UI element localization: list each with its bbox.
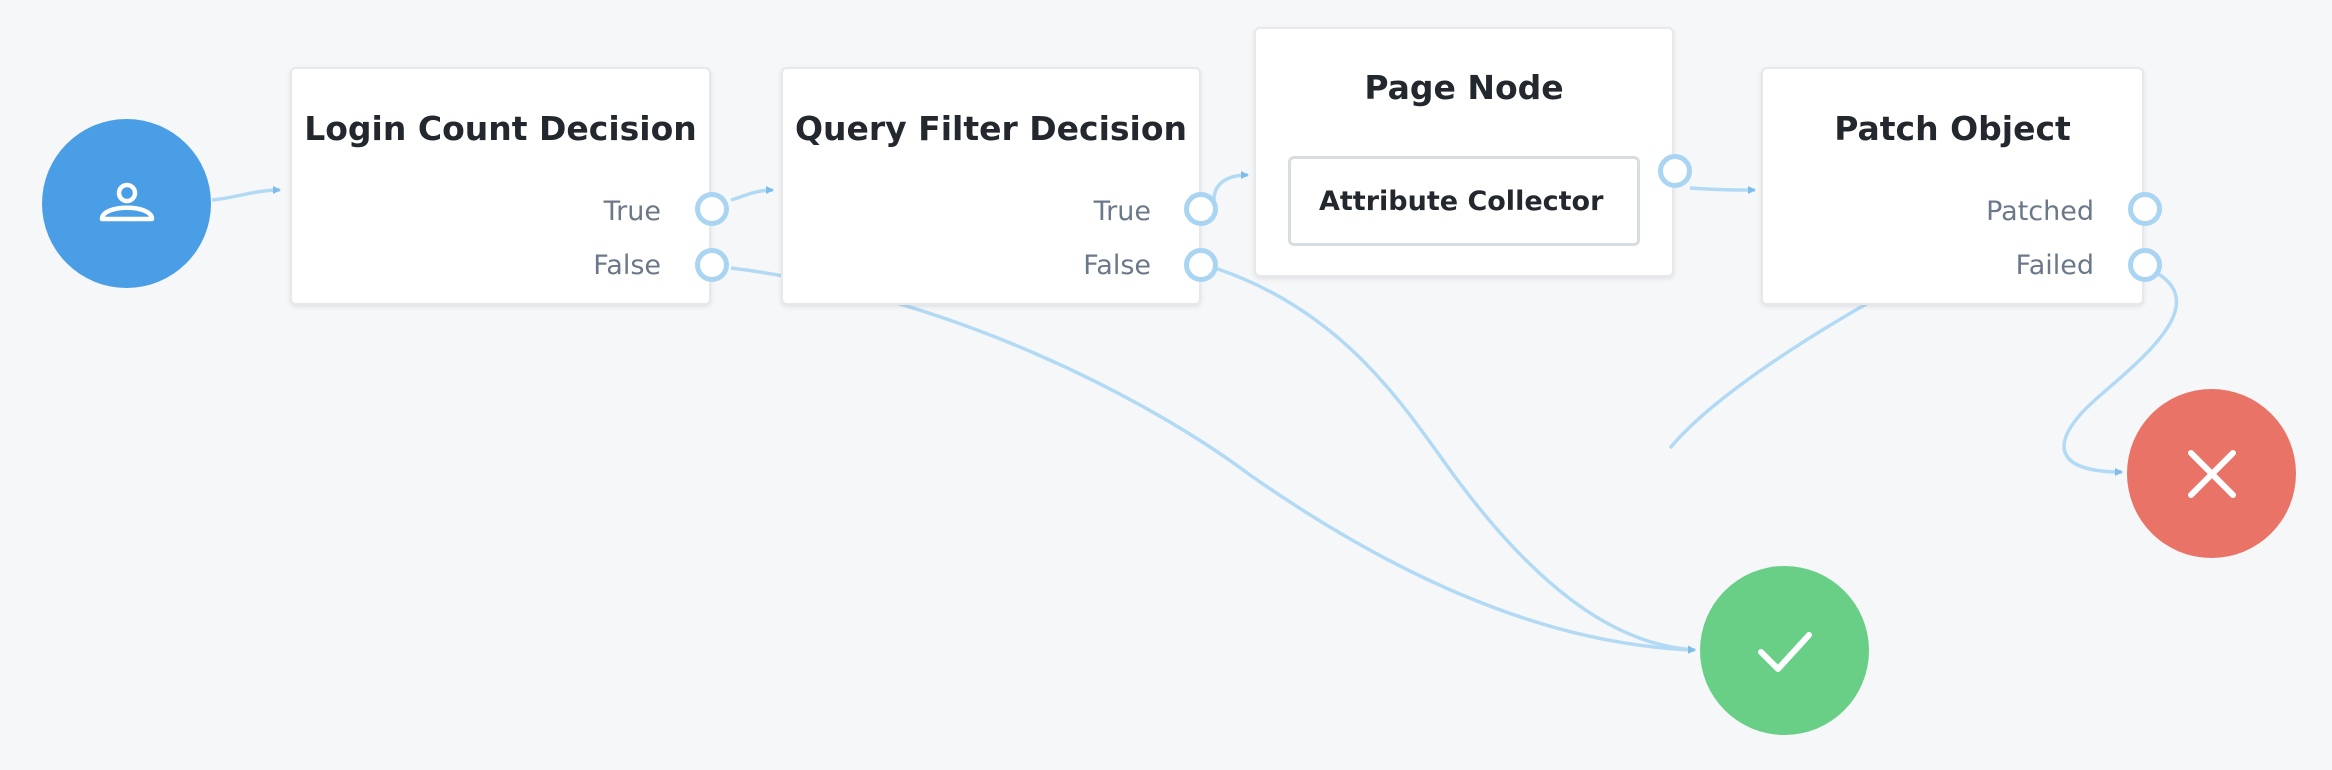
close-icon: [2187, 449, 2236, 498]
outcome-failed-label: Failed: [2015, 250, 2094, 281]
outcome-true-label: True: [1093, 196, 1151, 227]
patch-object-failed-port[interactable]: [2128, 248, 2162, 282]
edge-query-true-to-page-node: [1212, 171, 1249, 201]
page-node-output-port[interactable]: [1658, 154, 1692, 188]
attribute-collector-child[interactable]: Attribute Collector: [1288, 156, 1640, 246]
patch-object-patched-port[interactable]: [2128, 192, 2162, 226]
edge-start-to-login-count: [211, 186, 281, 202]
node-title: Patch Object: [1834, 109, 2071, 148]
outcome-false-label: False: [593, 250, 661, 281]
success-node[interactable]: [1700, 566, 1869, 735]
login-count-false-port[interactable]: [695, 248, 729, 282]
child-node-label: Attribute Collector: [1319, 186, 1604, 217]
login-count-true-port[interactable]: [695, 192, 729, 226]
edge-page-node-to-patch-object: [1689, 185, 1756, 194]
start-node[interactable]: [42, 119, 211, 288]
outcome-false-label: False: [1083, 250, 1151, 281]
query-filter-true-port[interactable]: [1184, 192, 1218, 226]
node-title: Page Node: [1364, 68, 1564, 107]
patch-object-node[interactable]: Patch Object Patched Failed: [1761, 67, 2144, 305]
node-title: Query Filter Decision: [794, 109, 1188, 148]
outcome-patched-label: Patched: [1986, 196, 2094, 227]
edge-login-false-to-success: [730, 266, 1696, 654]
query-filter-decision-node[interactable]: Query Filter Decision True False: [781, 67, 1201, 305]
user-icon: [99, 182, 154, 221]
node-title: Login Count Decision: [304, 109, 697, 148]
outcome-true-label: True: [603, 196, 661, 227]
failure-node[interactable]: [2127, 389, 2296, 558]
page-node[interactable]: Page Node Attribute Collector: [1254, 27, 1674, 277]
login-count-decision-node[interactable]: Login Count Decision True False: [290, 67, 711, 305]
check-icon: [1757, 631, 1812, 672]
query-filter-false-port[interactable]: [1184, 248, 1218, 282]
edge-login-true-to-query-filter: [730, 186, 774, 202]
edge-query-false-to-success: [1214, 266, 1696, 654]
